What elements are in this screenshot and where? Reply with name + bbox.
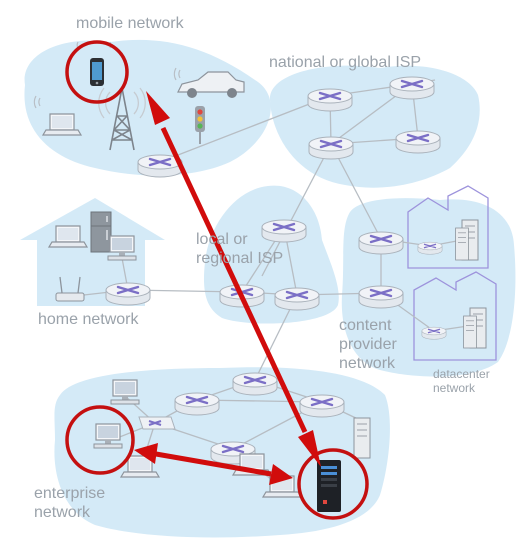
national-isp-label: national or global ISP	[269, 54, 422, 71]
highlight-arrow	[134, 443, 293, 485]
datacenter-building-outline	[413, 271, 497, 361]
desktop-computer-icon	[110, 379, 140, 405]
highlight-arrow	[146, 91, 321, 467]
mobile-network-label: mobile network	[76, 15, 184, 32]
datacenter-label: datacenter network	[433, 367, 490, 395]
desktop-computer-icon	[107, 235, 137, 261]
router-icon	[104, 281, 152, 307]
national-isp-region	[269, 65, 480, 188]
router-icon	[231, 371, 279, 397]
home-network-label: home network	[38, 311, 139, 328]
traffic-light-icon	[195, 106, 205, 144]
car-icon	[177, 71, 245, 98]
desktop-computer-icon	[93, 423, 123, 449]
router-icon	[394, 129, 442, 155]
router-icon	[421, 326, 447, 340]
datacenter-building-outline	[407, 185, 489, 269]
highlight-circle	[65, 405, 135, 475]
local-isp-label: local or regional ISP	[196, 231, 284, 267]
router-icon	[298, 393, 346, 419]
smartphone-icon	[90, 58, 104, 86]
router-icon	[273, 286, 321, 312]
router-icon	[417, 241, 443, 255]
server-icon	[353, 417, 371, 459]
router-icon	[357, 284, 405, 310]
router-icon	[388, 75, 436, 101]
switch-icon	[138, 416, 176, 430]
highlight-circle	[297, 448, 369, 520]
wifi-access-point-icon	[55, 276, 85, 302]
router-icon	[357, 230, 405, 256]
router-icon	[306, 87, 354, 113]
refrigerator-icon	[90, 211, 112, 253]
highlight-circle	[65, 40, 129, 104]
server-icon	[317, 460, 341, 512]
router-icon	[307, 135, 355, 161]
server-icon	[463, 315, 477, 349]
enterprise-network-label: enterprise network	[34, 485, 106, 521]
mobile-network-region	[24, 39, 271, 176]
content-provider-label: content provider network	[339, 317, 397, 372]
server-icon	[455, 227, 469, 261]
router-icon	[173, 391, 221, 417]
